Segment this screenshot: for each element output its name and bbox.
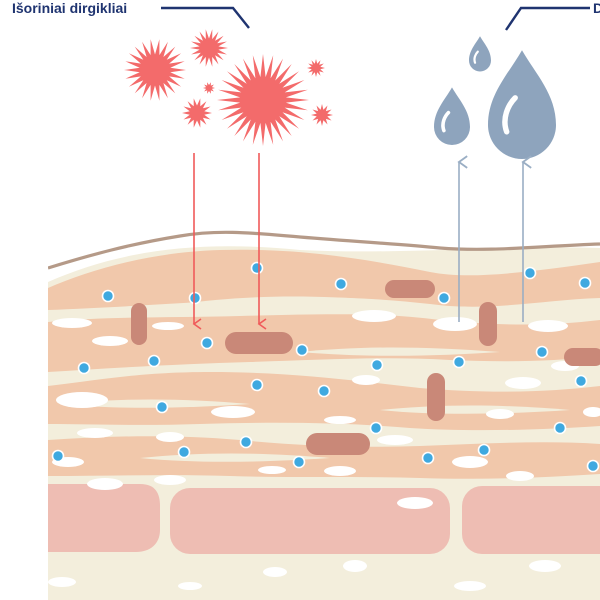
corneocyte	[48, 372, 600, 431]
moisture-dot	[523, 266, 537, 280]
irritant-arrows	[192, 153, 267, 330]
irritant-spike-icon	[182, 98, 212, 128]
lipid-bar	[427, 373, 445, 421]
lipid-gap	[343, 560, 367, 572]
water-drops-group	[434, 36, 556, 159]
lipid-bar	[306, 433, 370, 455]
right-label: D	[593, 0, 600, 16]
lipid-bar	[479, 302, 497, 346]
moisture-dot	[188, 291, 202, 305]
moisture-dot	[177, 445, 191, 459]
water-arrows	[457, 155, 532, 322]
moisture-dot	[586, 459, 600, 473]
gaps-group	[48, 310, 600, 591]
moisture-dot	[553, 421, 567, 435]
lipid-gap	[92, 336, 128, 346]
moisture-dot	[51, 449, 65, 463]
irritant-spike-icon	[217, 54, 309, 146]
lipid-gap	[377, 435, 413, 445]
lower-cell	[48, 484, 160, 552]
irritants-group	[124, 29, 333, 146]
skin-surface-line	[48, 230, 600, 270]
moisture-dot	[295, 343, 309, 357]
lipid-streak	[300, 347, 500, 356]
lipid-gap	[433, 317, 477, 331]
lipid-bar	[564, 348, 600, 366]
lipid-gap	[324, 466, 356, 476]
lipid-gap	[454, 581, 486, 591]
lipid-gap	[48, 577, 76, 587]
irritant-spike-icon	[190, 29, 228, 67]
moisture-dot	[369, 421, 383, 435]
lipid-gap	[528, 320, 568, 332]
moisture-dot	[421, 451, 435, 465]
lipid-bar	[385, 280, 435, 298]
lipid-streak	[180, 296, 380, 307]
lipid-gap	[486, 409, 514, 419]
lipid-gap	[77, 428, 113, 438]
lower-cell	[462, 486, 600, 554]
lower-cell	[170, 488, 450, 554]
water-drop-icon	[488, 50, 556, 159]
water-drop-icon	[469, 36, 491, 72]
left-label-leader-line	[161, 6, 250, 29]
lipid-gap	[152, 322, 184, 330]
lipid-gap	[452, 456, 488, 468]
lipid-bars-group	[131, 280, 600, 455]
lipid-gap	[56, 392, 108, 408]
moisture-dot	[292, 455, 306, 469]
lipid-gap	[352, 310, 396, 322]
lipid-gap	[178, 582, 202, 590]
moisture-dot	[535, 345, 549, 359]
lipid-gap	[52, 318, 92, 328]
lipid-bar	[131, 303, 147, 345]
lipid-gap	[397, 497, 433, 509]
lipid-gap	[529, 560, 561, 572]
irritant-spike-icon	[203, 82, 215, 94]
moisture-dot	[574, 374, 588, 388]
left-label: Išoriniai dirgikliai	[12, 0, 127, 16]
lipid-gap	[352, 375, 380, 385]
lipid-gap	[211, 406, 255, 418]
water-drop-icon	[434, 87, 470, 145]
corneocyte	[48, 249, 600, 310]
moisture-dot	[317, 384, 331, 398]
lipid-gap	[154, 475, 186, 485]
moisture-dot	[155, 400, 169, 414]
irritant-spike-icon	[124, 39, 186, 101]
lipid-streak	[60, 399, 250, 408]
moisture-dot	[578, 276, 592, 290]
lipid-gap	[87, 478, 123, 490]
moisture-dot	[239, 435, 253, 449]
skin-layers	[48, 230, 600, 600]
lipid-gap	[263, 567, 287, 577]
moisture-dot	[101, 289, 115, 303]
lipid-gap	[506, 471, 534, 481]
lipid-gap	[505, 377, 541, 389]
moisture-dot	[77, 361, 91, 375]
left-label-group: Išoriniai dirgikliai	[12, 0, 250, 29]
right-label-leader-line	[505, 6, 590, 31]
moisture-dot	[437, 291, 451, 305]
moisture-dot	[200, 336, 214, 350]
moisture-dot	[250, 261, 264, 275]
moisture-dot	[250, 378, 264, 392]
lipid-gap	[258, 466, 286, 474]
moisture-dot	[452, 355, 466, 369]
moisture-dot	[147, 354, 161, 368]
moisture-dot	[370, 358, 384, 372]
irritant-spike-icon	[311, 104, 333, 126]
irritant-spike-icon	[307, 59, 325, 77]
lipid-gap	[156, 432, 184, 442]
right-label-group: D	[505, 0, 600, 31]
lipid-bar	[225, 332, 293, 354]
moisture-dot	[334, 277, 348, 291]
lipid-gap	[324, 416, 356, 424]
moisture-dot	[477, 443, 491, 457]
lipid-gap	[583, 407, 600, 417]
